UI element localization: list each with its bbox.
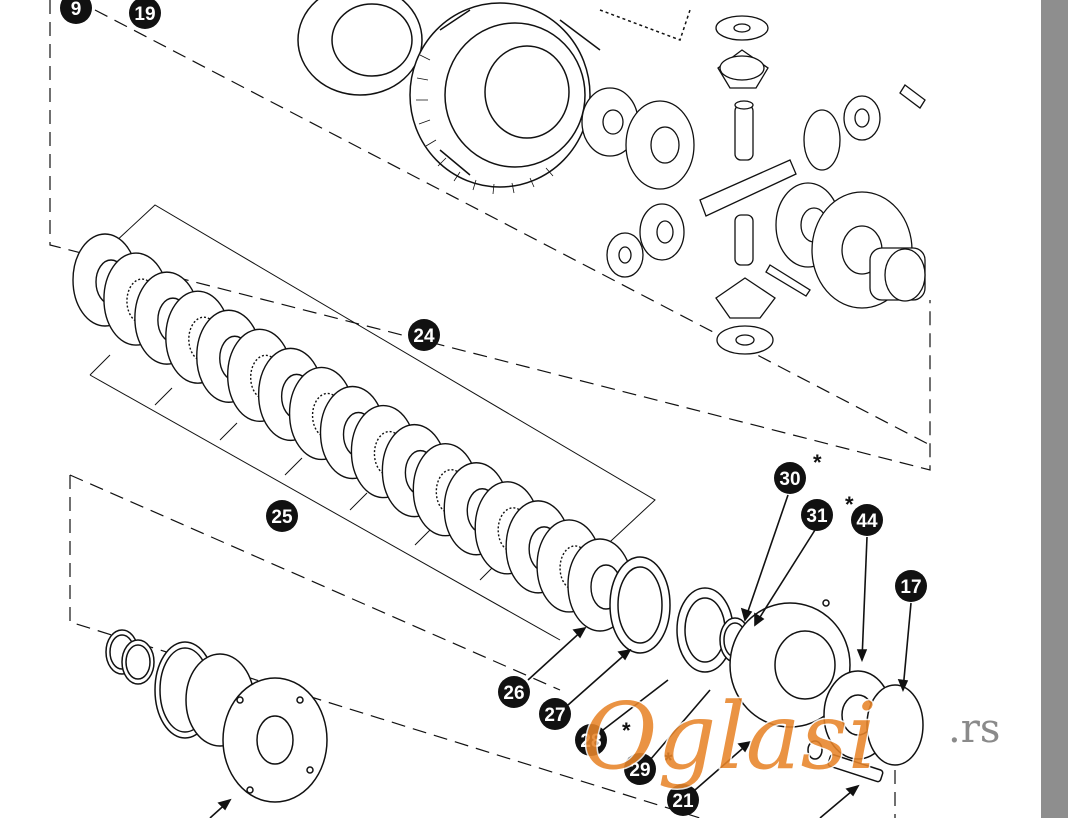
callout-badge: 9 <box>60 0 92 24</box>
callout-badge: 24 <box>408 319 440 351</box>
clutch-disc-stack <box>72 233 633 632</box>
callout-badge: 30 <box>774 462 806 494</box>
callout-badge: 17 <box>895 570 927 602</box>
callout-label: 17 <box>900 577 921 598</box>
callout-label: 24 <box>413 326 435 347</box>
ring-gear-assembly <box>297 0 691 188</box>
side-scroll-strip <box>1041 0 1068 818</box>
callout-badge: 19 <box>129 0 161 29</box>
dashed-group-outline <box>49 0 931 819</box>
ring-gear-teeth <box>416 54 554 195</box>
callout-badge: 29 <box>624 753 656 785</box>
callout-label: 44 <box>856 511 878 532</box>
callout-badge: 21 <box>667 784 699 816</box>
callout-badge: 31 <box>801 499 833 531</box>
callout-label: 27 <box>544 705 565 726</box>
callout-badge: 44 <box>851 504 883 536</box>
disc-bracket-lines <box>84 204 656 641</box>
callout-label: 30 <box>779 469 800 490</box>
asterisk-marker: * <box>813 450 822 475</box>
callout-label: 26 <box>503 683 524 704</box>
piston-housing-assembly <box>609 556 924 783</box>
watermark: Oglasi .rs <box>581 682 1002 792</box>
spider-gear-set <box>581 15 926 355</box>
callout-label: 9 <box>71 0 82 20</box>
asterisk-marker: * <box>664 748 673 773</box>
callout-label: 29 <box>629 760 650 781</box>
callout-badge: 25 <box>266 500 298 532</box>
callout-label: 19 <box>134 4 155 25</box>
callout-label: 31 <box>806 506 828 527</box>
watermark-brand: Oglasi <box>582 683 877 790</box>
asterisk-marker: * <box>845 492 854 517</box>
watermark-suffix: .rs <box>948 706 1000 752</box>
asterisk-marker: * <box>622 718 631 743</box>
callout-label: 28 <box>580 731 601 752</box>
callout-badge: 27 <box>539 698 571 730</box>
callout-badge: 26 <box>498 676 530 708</box>
output-flange-assembly <box>105 629 328 803</box>
callout-label: 21 <box>672 791 694 812</box>
leader-arrows <box>209 494 912 819</box>
callout-label: 25 <box>271 507 293 528</box>
callout-badge: 28 <box>575 724 607 756</box>
